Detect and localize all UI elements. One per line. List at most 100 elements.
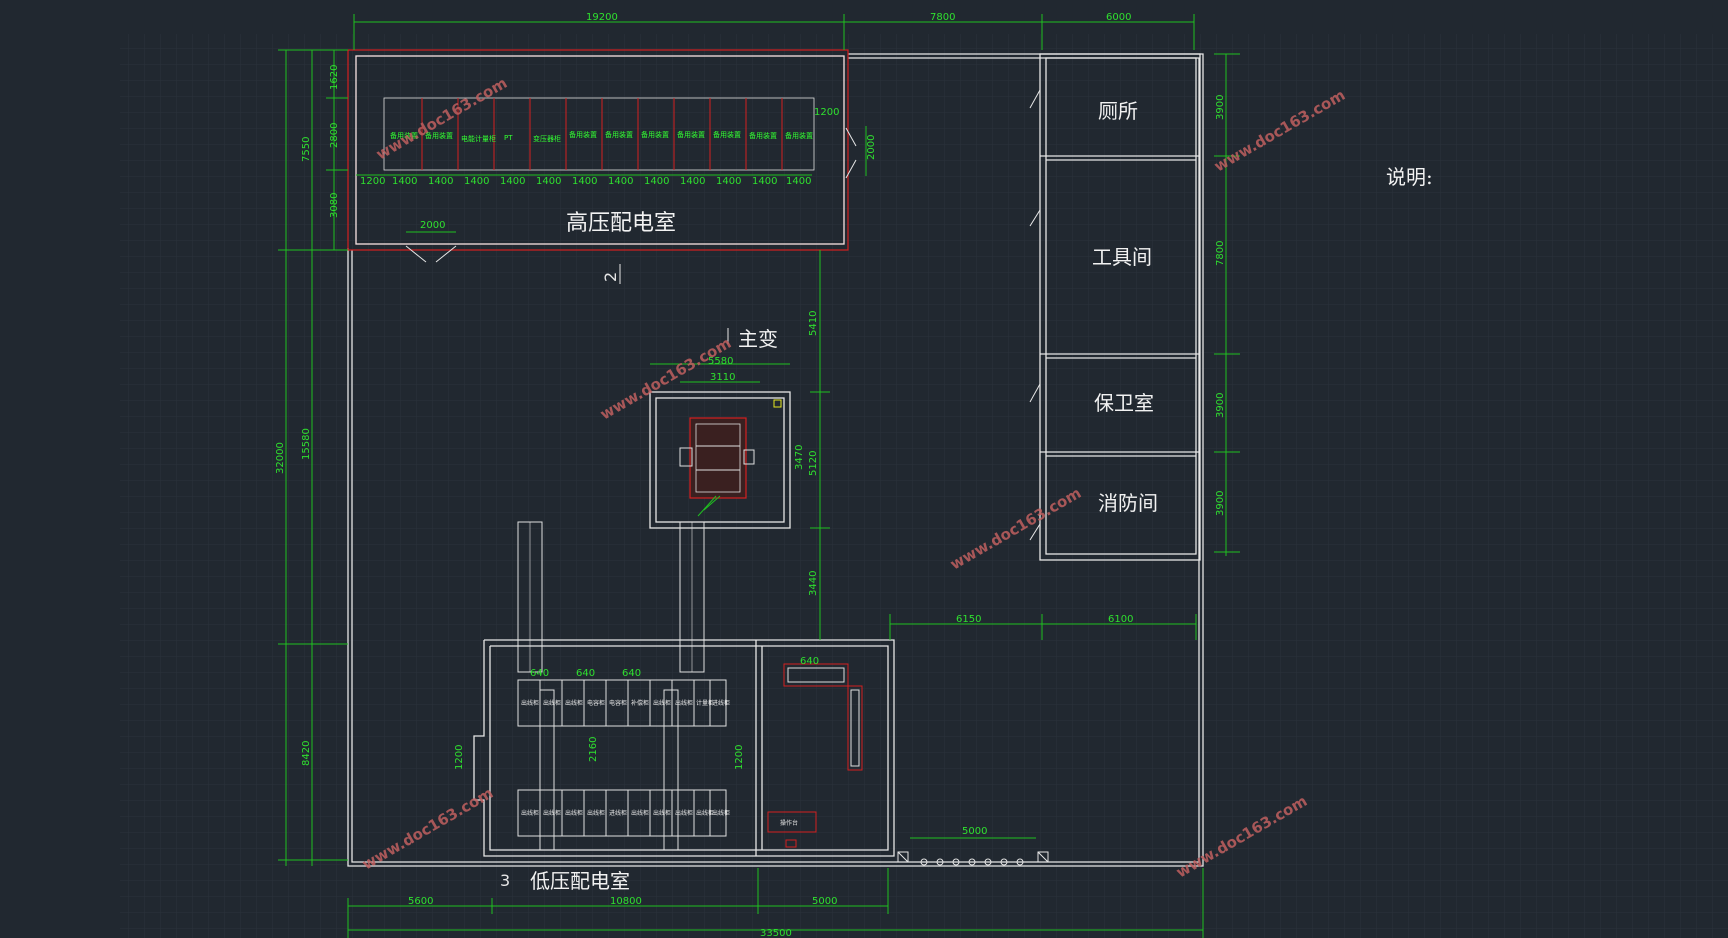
site-gate[interactable]: 5000 (897, 826, 1049, 866)
svg-text:进线柜: 进线柜 (712, 699, 730, 707)
svg-text:8420: 8420 (301, 741, 312, 766)
svg-text:33500: 33500 (760, 928, 792, 938)
svg-text:3080: 3080 (329, 193, 340, 218)
hv-cabinet-label: 备用装置 (425, 131, 453, 140)
svg-text:7800: 7800 (1215, 241, 1226, 266)
svg-text:1400: 1400 (608, 176, 633, 187)
svg-text:出线柜: 出线柜 (696, 809, 714, 817)
svg-text:1400: 1400 (500, 176, 525, 187)
svg-text:电容柜: 电容柜 (609, 699, 627, 707)
svg-text:计量柜: 计量柜 (696, 699, 714, 707)
svg-text:2160: 2160 (588, 737, 599, 762)
hv-cabinet-label: 备用装置 (605, 130, 633, 139)
svg-text:640: 640 (622, 668, 641, 679)
hv-cabinet-label: 备用装置 (390, 131, 418, 140)
svg-text:出线柜: 出线柜 (587, 809, 605, 817)
svg-text:1400: 1400 (752, 176, 777, 187)
svg-text:5410: 5410 (808, 311, 819, 336)
svg-text:7550: 7550 (301, 137, 312, 162)
svg-text:1200: 1200 (734, 745, 745, 770)
hv-cabinet-label: 电能计量柜 (461, 134, 496, 143)
hv-door-right[interactable] (845, 126, 867, 179)
svg-text:3900: 3900 (1215, 393, 1226, 418)
section-marker-2: 2 (601, 272, 620, 282)
hv-door-bottom[interactable] (405, 231, 457, 263)
svg-text:1400: 1400 (572, 176, 597, 187)
bottom-dimensions: 5600 10800 5000 33500 (347, 868, 1204, 938)
svg-text:3470: 3470 (794, 445, 805, 470)
hv-cabinet-label: 备用装置 (785, 131, 813, 140)
svg-text:1400: 1400 (392, 176, 417, 187)
notes-label: 说明: (1386, 165, 1433, 189)
main-transformer[interactable]: 主变 (649, 327, 791, 529)
svg-text:出线柜: 出线柜 (521, 809, 539, 817)
fire-room-label: 消防间 (1098, 491, 1158, 515)
control-desk[interactable]: 操作台 (767, 811, 817, 848)
svg-text:6150: 6150 (956, 614, 981, 625)
svg-text:1400: 1400 (428, 176, 453, 187)
auxiliary-building[interactable]: 厕所 工具间 保卫室 消防间 (1029, 53, 1201, 561)
svg-text:进线柜: 进线柜 (609, 809, 627, 817)
guard-room-label: 保卫室 (1094, 391, 1154, 415)
svg-text:1200: 1200 (814, 107, 839, 118)
svg-text:出线柜: 出线柜 (521, 699, 539, 707)
svg-text:3900: 3900 (1215, 95, 1226, 120)
svg-text:1400: 1400 (536, 176, 561, 187)
lv-room[interactable]: 出线柜 出线柜 出线柜 电容柜 电容柜 补偿柜 出线柜 出线柜 计量柜 进线柜 … (454, 639, 895, 893)
svg-text:出线柜: 出线柜 (675, 809, 693, 817)
svg-text:5600: 5600 (408, 896, 433, 907)
toilet-label: 厕所 (1098, 99, 1138, 123)
svg-text:5000: 5000 (962, 826, 987, 837)
hv-cabinet-label: 备用装置 (641, 130, 669, 139)
svg-text:出线柜: 出线柜 (543, 699, 561, 707)
busbar-ducts (517, 495, 721, 851)
grid-area (120, 34, 1728, 938)
mid-right-dimensions: 6150 6100 (889, 614, 1197, 640)
svg-text:1200: 1200 (360, 176, 385, 187)
svg-text:3900: 3900 (1215, 491, 1226, 516)
svg-text:5000: 5000 (812, 896, 837, 907)
hv-cabinet-label: 备用装置 (749, 131, 777, 140)
svg-text:10800: 10800 (610, 896, 642, 907)
svg-text:电容柜: 电容柜 (587, 699, 605, 707)
svg-text:1400: 1400 (464, 176, 489, 187)
svg-text:19200: 19200 (586, 12, 618, 23)
svg-text:出线柜: 出线柜 (653, 809, 671, 817)
tool-room-label: 工具间 (1092, 245, 1152, 269)
hv-cabinet-row: 备用装置 备用装置 电能计量柜 PT 变压器柜 备用装置 备用装置 备用装置 备… (383, 97, 815, 171)
svg-text:1620: 1620 (329, 65, 340, 90)
hv-cabinet-label: 备用装置 (677, 130, 705, 139)
right-dimensions: 3900 7800 3900 3900 (1214, 53, 1240, 556)
left-dimensions: 32000 15580 8420 7550 1620 2800 3080 (275, 49, 348, 866)
hv-cabinet-label: 变压器柜 (533, 134, 561, 143)
lv-room-label: 低压配电室 (530, 869, 630, 893)
hv-room[interactable]: 备用装置 备用装置 电能计量柜 PT 变压器柜 备用装置 备用装置 备用装置 备… (347, 49, 877, 263)
svg-text:出线柜: 出线柜 (565, 809, 583, 817)
svg-text:操作台: 操作台 (780, 819, 798, 827)
svg-text:3440: 3440 (808, 571, 819, 596)
svg-text:15580: 15580 (301, 428, 312, 460)
svg-text:6000: 6000 (1106, 12, 1131, 23)
svg-text:补偿柜: 补偿柜 (631, 699, 649, 707)
svg-text:2000: 2000 (866, 135, 877, 160)
svg-text:出线柜: 出线柜 (653, 699, 671, 707)
hv-cabinet-label: PT (504, 134, 513, 142)
svg-text:5580: 5580 (708, 356, 733, 367)
top-dimensions: 19200 7800 6000 (353, 12, 1195, 50)
section-marker-3: 3 (500, 871, 510, 890)
svg-text:7800: 7800 (930, 12, 955, 23)
svg-text:640: 640 (800, 656, 819, 667)
hv-cabinet-dims: 1200 1400 1400 1400 1400 1400 1400 1400 … (356, 107, 877, 231)
lv-cabinet-row-bottom: 出线柜 出线柜 出线柜 出线柜 进线柜 出线柜 出线柜 出线柜 出线柜 出线柜 (517, 789, 730, 837)
svg-text:1400: 1400 (786, 176, 811, 187)
svg-text:出线柜: 出线柜 (712, 809, 730, 817)
transformer-dimensions: 5580 3110 5410 5120 3440 3470 (650, 250, 830, 640)
svg-text:640: 640 (576, 668, 595, 679)
lv-cabinet-row-top: 出线柜 出线柜 出线柜 电容柜 电容柜 补偿柜 出线柜 出线柜 计量柜 进线柜 (517, 679, 730, 727)
svg-text:640: 640 (530, 668, 549, 679)
svg-text:1200: 1200 (454, 745, 465, 770)
svg-text:32000: 32000 (275, 442, 286, 474)
main-transformer-label: 主变 (738, 327, 778, 351)
svg-text:1400: 1400 (680, 176, 705, 187)
